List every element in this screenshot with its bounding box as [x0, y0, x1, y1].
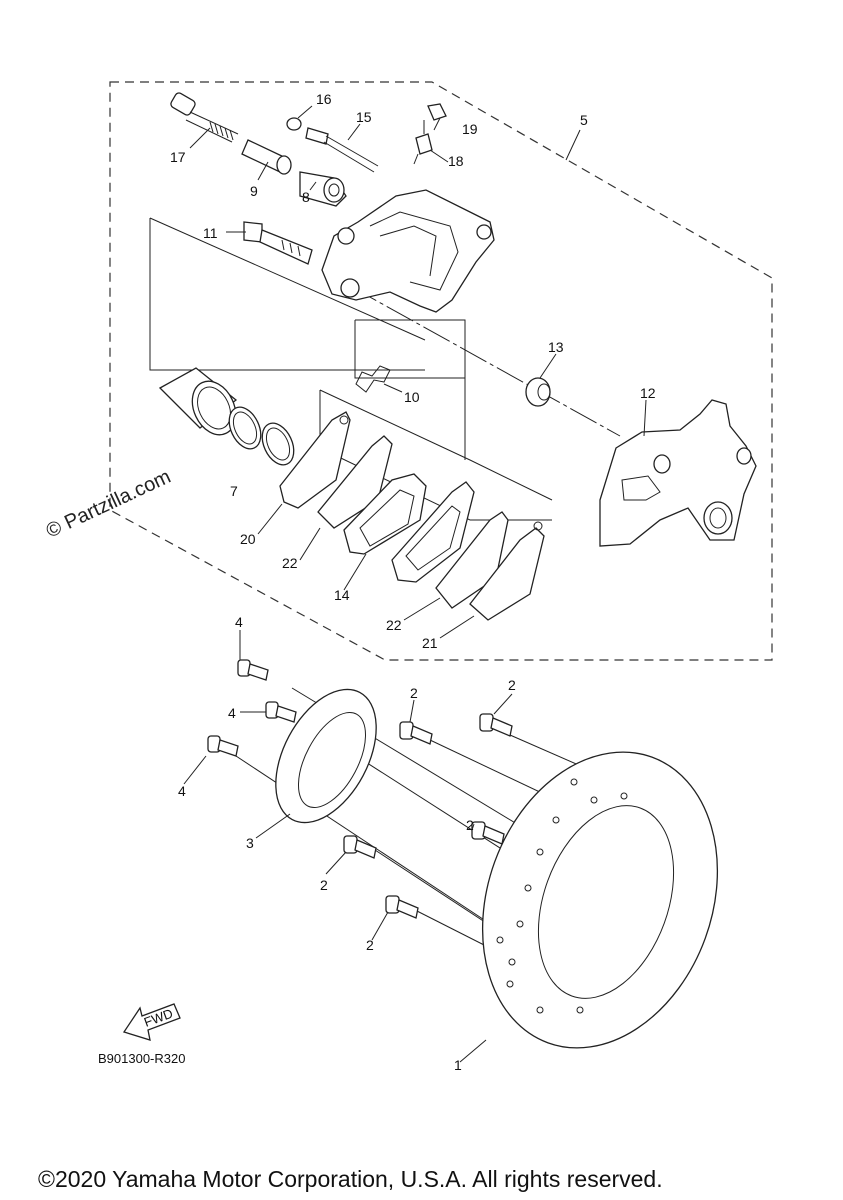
label-part-2-d: 2 [320, 877, 328, 893]
brake-pads-part-14 [343, 473, 475, 583]
watermark: © Partzilla.com [43, 466, 174, 543]
group-bracket-lines [149, 217, 553, 521]
sensor-ring-part-3 [275, 688, 377, 824]
label-part-18: 18 [448, 153, 464, 169]
label-part-15: 15 [356, 109, 372, 125]
bleed-cap-part-19 [427, 103, 447, 121]
screw-part-4-b [265, 701, 297, 723]
caliper-assembly-boundary [109, 81, 773, 661]
label-part-3: 3 [246, 835, 254, 851]
diagram-code: B901300-R320 [98, 1051, 185, 1066]
brake-disc-part-1 [481, 751, 719, 1049]
screw-part-4-a [237, 659, 269, 681]
label-part-10: 10 [404, 389, 420, 405]
label-part-16: 16 [316, 91, 332, 107]
label-part-2-b: 2 [508, 677, 516, 693]
label-leaders [183, 105, 647, 1063]
screw-part-4-c [207, 735, 239, 757]
bolt-part-2-a [399, 721, 433, 745]
label-part-22-a: 22 [282, 555, 298, 571]
label-part-4-a: 4 [235, 614, 243, 630]
label-part-17: 17 [170, 149, 186, 165]
label-part-7: 7 [230, 483, 238, 499]
pin-part-15 [305, 127, 379, 173]
label-part-13: 13 [548, 339, 564, 355]
bolt-part-2-e [385, 895, 419, 919]
shim-part-22-left [317, 435, 393, 529]
part-labels: 1 2 2 2 2 2 3 4 4 4 5 7 8 9 10 11 12 13 … [170, 91, 656, 1073]
label-part-2-c: 2 [466, 817, 474, 833]
cap-part-16 [286, 117, 302, 131]
bleeder-part-18 [413, 120, 433, 165]
label-part-4-b: 4 [228, 705, 236, 721]
piston-seal [228, 406, 262, 450]
label-part-2-a: 2 [410, 685, 418, 701]
label-part-11: 11 [203, 225, 218, 241]
label-part-20: 20 [240, 531, 256, 547]
bolt-part-2-b [479, 713, 513, 737]
boot-part-8 [299, 171, 347, 207]
label-part-9: 9 [250, 183, 258, 199]
label-part-8: 8 [302, 189, 310, 205]
label-part-12: 12 [640, 385, 656, 401]
shim-part-21 [469, 521, 545, 621]
disc-vent-holes [496, 778, 628, 1014]
grommet-part-13 [525, 377, 551, 407]
shim-part-22-right [435, 511, 509, 609]
bolt-part-11 [243, 221, 313, 265]
label-part-1: 1 [454, 1057, 462, 1073]
dust-seal [261, 422, 295, 466]
long-bolt-part-17 [170, 92, 239, 143]
pad-spring-part-10 [355, 365, 391, 393]
label-part-22-b: 22 [386, 617, 402, 633]
label-part-21: 21 [422, 635, 438, 651]
caliper-body [321, 189, 495, 313]
bolt-part-2-d [343, 835, 377, 859]
label-part-2-e: 2 [366, 937, 374, 953]
bolt-part-2-c [471, 821, 505, 845]
sleeve-part-9 [241, 139, 292, 175]
fwd-arrow-icon: FWD [122, 1003, 181, 1041]
piston-part-7 [158, 367, 238, 436]
shim-part-20 [279, 411, 351, 509]
label-part-19: 19 [462, 121, 478, 137]
caliper-bracket-part-12 [599, 399, 757, 547]
label-part-14: 14 [334, 587, 350, 603]
copyright-notice: ©2020 Yamaha Motor Corporation, U.S.A. A… [38, 1166, 663, 1192]
label-part-5: 5 [580, 112, 588, 128]
label-part-4-c: 4 [178, 783, 186, 799]
